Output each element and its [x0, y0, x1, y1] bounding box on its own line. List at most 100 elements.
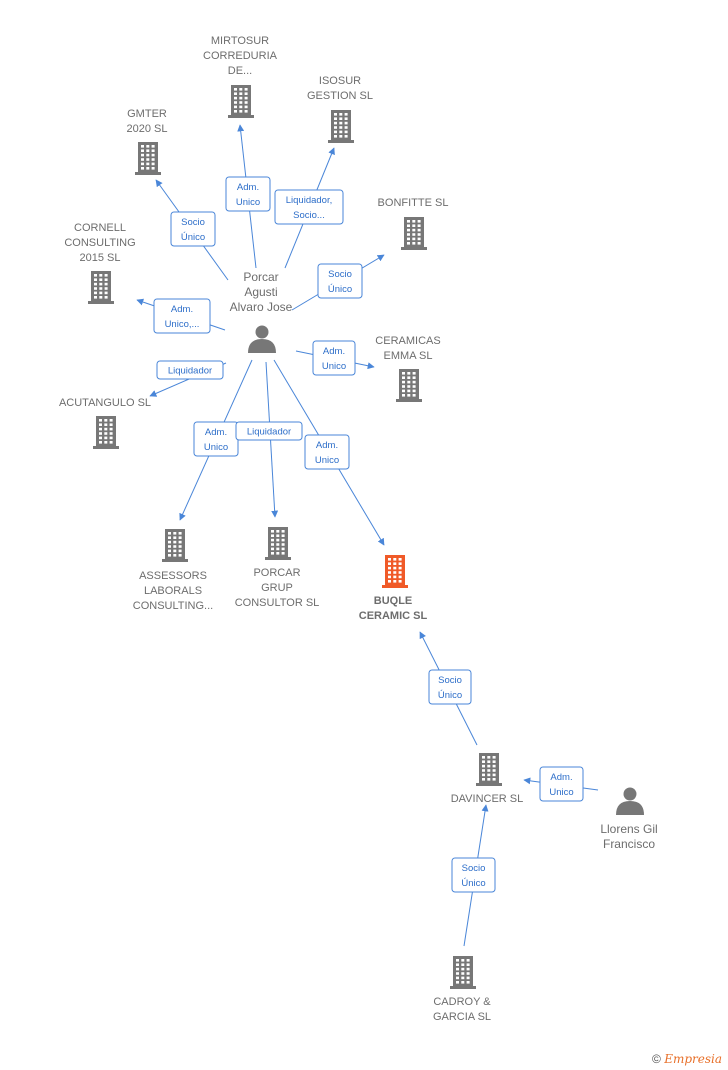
node-label: Alvaro Jose	[230, 300, 293, 314]
edge-label-porcar_agusti-to-buqle[interactable]: Adm. Unico	[304, 434, 350, 470]
edge-label-text: Socio...	[293, 210, 325, 221]
node-gmter[interactable]: GMTER 2020 SL	[127, 108, 168, 175]
edge-label-box	[304, 434, 350, 470]
node-label: LABORALS	[144, 585, 202, 597]
node-label: GRUP	[261, 582, 293, 594]
node-label: CERAMIC SL	[359, 610, 428, 622]
node-label: CADROY &	[433, 996, 491, 1008]
node-bonfitte[interactable]: BONFITTE SL	[378, 197, 449, 250]
building-icon	[93, 416, 119, 449]
node-label: Francisco	[603, 837, 655, 851]
node-davincer[interactable]: DAVINCER SL	[451, 753, 524, 805]
node-label: 2020 SL	[127, 123, 168, 135]
edge-label-text: Socio	[438, 675, 462, 686]
node-label: ACUTANGULO SL	[59, 397, 151, 409]
edge-label-porcar_agusti-to-acutangulo[interactable]: Liquidador	[156, 360, 224, 380]
edge-label-box	[153, 298, 211, 334]
node-label: Porcar	[243, 270, 278, 284]
footer: © Empresia	[652, 1052, 722, 1066]
node-label: GARCIA SL	[433, 1011, 491, 1023]
edge-label-text: Adm.	[237, 182, 259, 193]
node-label: PORCAR	[253, 567, 300, 579]
node-mirtosur[interactable]: MIRTOSURCORREDURIADE...	[203, 35, 278, 118]
building-icon	[88, 271, 114, 304]
edge-label-text: Socio	[181, 217, 205, 228]
edge-label-box	[274, 189, 344, 225]
edge-label-text: Único	[328, 284, 352, 295]
edge-label-box	[451, 857, 496, 893]
building-icon	[265, 527, 291, 560]
empresia-logo[interactable]: Empresia	[664, 1052, 722, 1066]
node-label: 2015 SL	[80, 252, 121, 264]
edge-label-text: Adm.	[205, 427, 227, 438]
node-isosur[interactable]: ISOSUR GESTION SL	[307, 75, 373, 143]
edge-label-porcar_agusti-to-isosur[interactable]: Liquidador,Socio...	[274, 189, 344, 225]
node-label: Llorens Gil	[600, 822, 657, 836]
node-label: BUQLE	[374, 595, 413, 607]
building-icon	[401, 217, 427, 250]
building-icon	[328, 110, 354, 143]
edge-label-porcar_agusti-to-assessors[interactable]: Adm. Unico	[193, 421, 239, 457]
node-label: ASSESSORS	[139, 570, 207, 582]
edge-label-text: Adm.	[316, 440, 338, 451]
node-label: DE...	[228, 65, 252, 77]
edge-label-porcar_agusti-to-porcar_grup[interactable]: Liquidador	[235, 421, 303, 441]
edge-label-box	[235, 421, 303, 441]
edge-label-text: Unico	[322, 361, 346, 372]
node-assessors[interactable]: ASSESSORS LABORALS CONSULTING...	[133, 529, 213, 612]
node-ceramicas_emma[interactable]: CERAMICAS EMMA SL	[375, 335, 441, 402]
node-label: Agusti	[244, 285, 277, 299]
edge-label-box	[170, 211, 216, 247]
node-label: CONSULTING	[64, 237, 135, 249]
node-label: GESTION SL	[307, 90, 373, 102]
edge-label-text: Adm.	[550, 772, 572, 783]
edge-label-text: Adm.	[171, 304, 193, 315]
edge-label-porcar_agusti-to-mirtosur[interactable]: Adm. Unico	[225, 176, 271, 212]
edge-label-text: Unico	[236, 197, 260, 208]
node-label: CERAMICAS	[375, 335, 440, 347]
building-icon	[450, 956, 476, 989]
building-icon	[476, 753, 502, 786]
node-buqle[interactable]: BUQLE CERAMIC SL	[359, 555, 428, 622]
edge-label-llorens-to-davincer[interactable]: Adm. Unico	[539, 766, 584, 802]
building-icon	[135, 142, 161, 175]
node-label: MIRTOSUR	[211, 35, 269, 47]
node-label: EMMA SL	[384, 350, 433, 362]
edge-label-text: Socio	[462, 863, 486, 874]
edge-label-text: Unico	[315, 455, 339, 466]
edge-label-text: Único	[438, 690, 462, 701]
building-icon	[396, 369, 422, 402]
edge-label-box	[539, 766, 584, 802]
building-icon	[382, 555, 408, 588]
node-label: ISOSUR	[319, 75, 361, 87]
edge-label-text: Adm.	[323, 346, 345, 357]
node-acutangulo[interactable]: ACUTANGULO SL	[59, 397, 151, 449]
edge-label-box	[312, 340, 356, 376]
edge-label-text: Unico,...	[165, 319, 200, 330]
copyright-symbol: ©	[652, 1052, 661, 1066]
edge-label-porcar_agusti-to-cornell[interactable]: Adm. Unico,...	[153, 298, 211, 334]
building-icon	[162, 529, 188, 562]
node-label: CONSULTING...	[133, 600, 213, 612]
building-icon	[228, 85, 254, 118]
node-label: BONFITTE SL	[378, 197, 449, 209]
edge-label-porcar_agusti-to-ceramicas_emma[interactable]: Adm. Unico	[312, 340, 356, 376]
person-icon	[616, 787, 644, 815]
edge-label-text: Liquidador	[168, 366, 212, 377]
edge-label-text: Unico	[549, 787, 573, 798]
node-cadroy[interactable]: CADROY & GARCIA SL	[433, 956, 491, 1023]
node-label: GMTER	[127, 108, 167, 120]
edge-label-text: Socio	[328, 269, 352, 280]
edge-label-text: Unico	[204, 442, 228, 453]
edge-label-box	[156, 360, 224, 380]
edge-label-text: Único	[181, 232, 205, 243]
node-label: DAVINCER SL	[451, 793, 524, 805]
